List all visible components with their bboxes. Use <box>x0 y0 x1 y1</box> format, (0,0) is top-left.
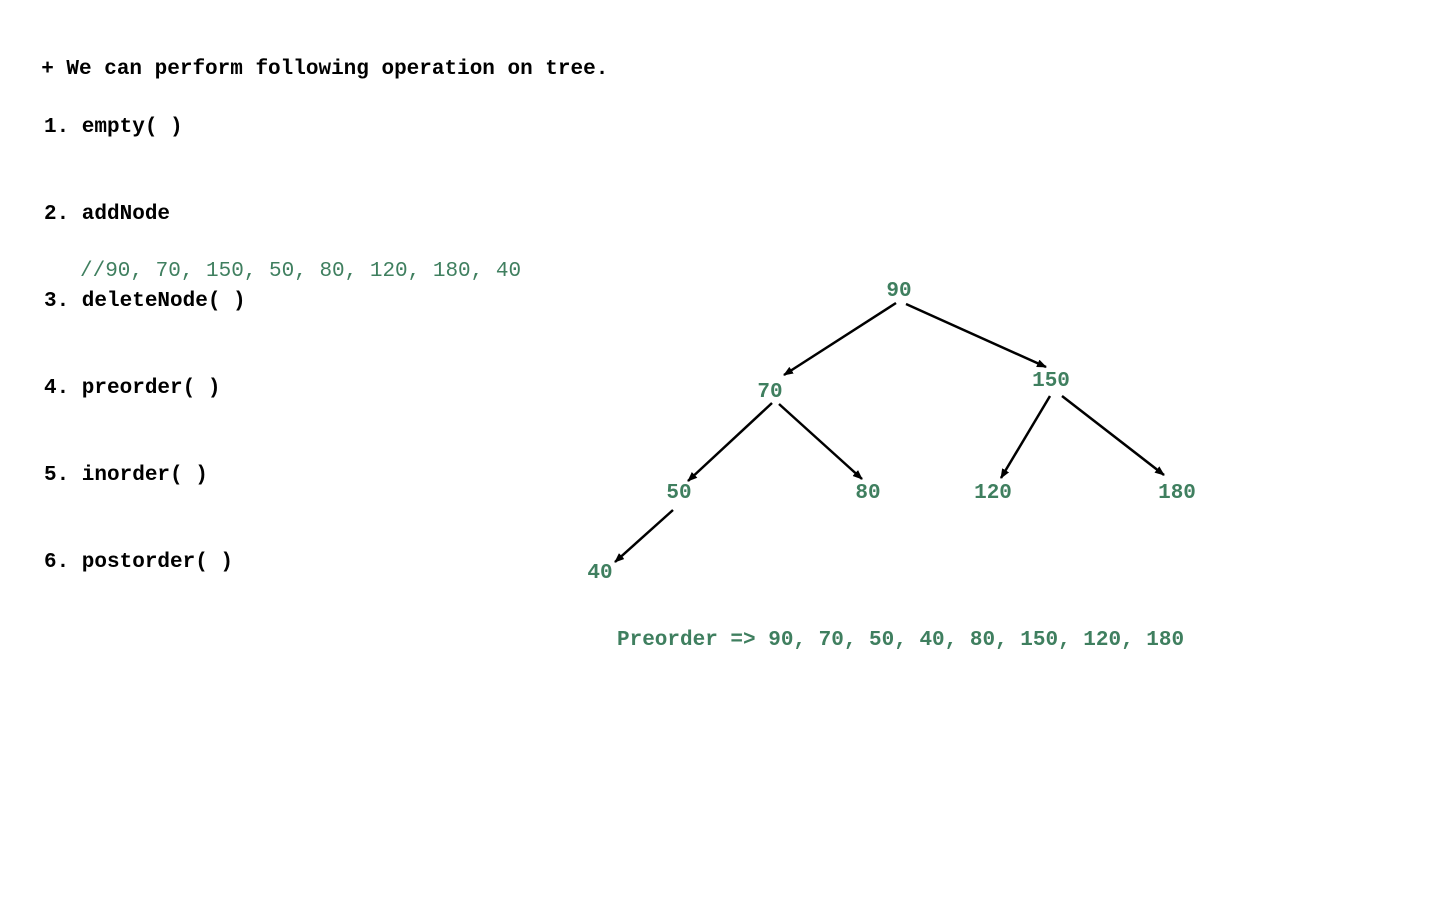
edge-70-50 <box>687 402 773 482</box>
tree-node-120: 120 <box>974 482 1012 505</box>
preorder-result: Preorder => 90, 70, 50, 40, 80, 150, 120… <box>617 629 1185 652</box>
edge-70-80 <box>778 403 863 480</box>
operation-item-preorder: 4. preorder( ) <box>44 377 221 400</box>
tree-node-40: 40 <box>587 562 612 585</box>
tree-node-180: 180 <box>1158 482 1196 505</box>
operation-item-inorder: 5. inorder( ) <box>44 464 208 487</box>
tree-node-70: 70 <box>757 381 782 404</box>
tree-node-50: 50 <box>666 482 691 505</box>
tree-node-150: 150 <box>1032 370 1070 393</box>
operation-item-addnode: 2. addNode <box>44 203 171 226</box>
edge-90-150 <box>905 302 1047 369</box>
edge-90-70 <box>783 301 897 377</box>
operations-list: + We can perform following operation on … <box>16 26 608 606</box>
tree-node-90: 90 <box>886 280 911 303</box>
operation-item-deletenode: 3. deleteNode( ) <box>44 290 246 313</box>
edge-150-120 <box>999 395 1052 479</box>
operation-item-postorder: 6. postorder( ) <box>44 551 234 574</box>
insertion-order-comment: //90, 70, 150, 50, 80, 120, 180, 40 <box>80 260 522 283</box>
tree-node-80: 80 <box>855 482 880 505</box>
edge-150-180 <box>1061 395 1165 476</box>
operation-item-empty: 1. empty( ) <box>44 116 183 139</box>
edge-50-40 <box>614 509 674 563</box>
operations-heading: + We can perform following operation on … <box>41 58 609 81</box>
